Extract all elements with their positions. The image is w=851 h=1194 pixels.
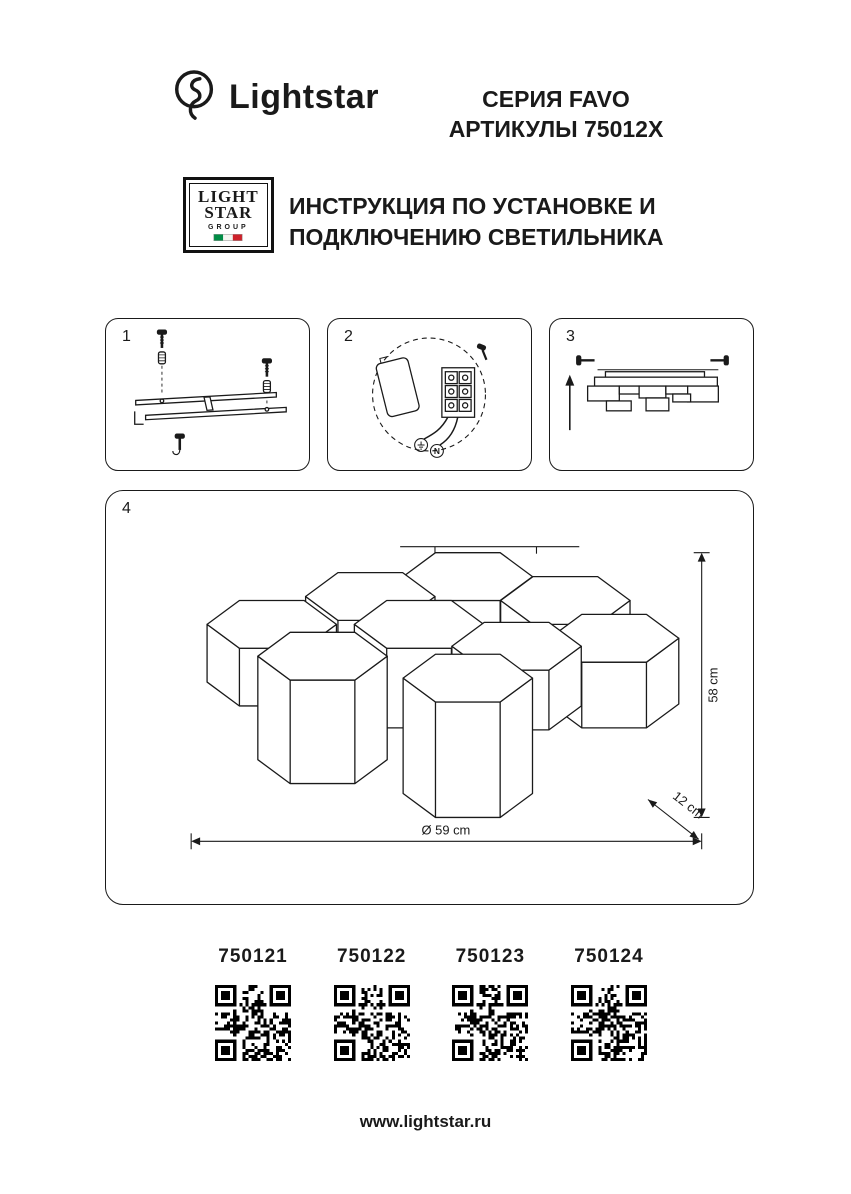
lightstar-group-badge: LIGHT STAR GROUP	[183, 177, 274, 253]
screw-icon	[261, 358, 273, 377]
qr-code	[215, 985, 291, 1061]
wire	[439, 417, 459, 446]
step-1-number: 1	[122, 328, 131, 345]
article-number: 750122	[336, 946, 407, 967]
step-1-box: 1	[105, 318, 310, 471]
badge-line-light: LIGHT	[198, 187, 259, 206]
hook-icon	[172, 449, 181, 456]
terminal-block	[441, 367, 476, 418]
step-4-box: 4 58 cm Ø 59 cm	[105, 490, 754, 905]
italy-flag-icon	[213, 234, 243, 241]
screw-icon	[174, 433, 185, 450]
article-column: 750121	[200, 946, 306, 1061]
wire	[423, 416, 449, 440]
lightstar-bulb-icon	[175, 70, 214, 120]
anchor-icon	[157, 351, 167, 365]
mounting-bracket	[135, 391, 287, 421]
series-block: СЕРИЯ FAVO АРТИКУЛЫ 75012X	[420, 84, 692, 144]
ground-symbol	[414, 438, 429, 452]
screw-icon	[576, 355, 595, 366]
dimension-height	[693, 552, 710, 818]
qr-code	[333, 985, 410, 1061]
svg-text:N: N	[434, 446, 440, 456]
screw-icon	[710, 355, 729, 366]
hook-icon	[134, 411, 144, 425]
series-title: СЕРИЯ FAVO	[482, 86, 630, 112]
step-3-box: 3	[549, 318, 754, 471]
step-4-number: 4	[122, 500, 131, 517]
article-column: 750124	[556, 946, 662, 1061]
step3-fixing-diagram	[565, 355, 729, 431]
step2-wiring-diagram: N	[372, 337, 488, 458]
junction-box	[375, 355, 420, 418]
article-number: 750121	[218, 946, 288, 967]
anchor-icon	[262, 379, 272, 394]
lightstar-logo: Lightstar	[170, 66, 379, 128]
article-number: 750124	[574, 946, 644, 967]
arrow-up-icon	[565, 374, 575, 431]
badge-line-star: STAR	[204, 203, 253, 222]
step1-mounting-diagram	[134, 329, 287, 456]
qr-code	[570, 985, 647, 1061]
screw-icon	[476, 343, 488, 361]
articles-title: АРТИКУЛЫ 75012X	[448, 116, 664, 142]
fixture-dimensions-diagram: 58 cm Ø 59 cm 12 cm	[190, 546, 721, 850]
neutral-symbol: N	[429, 443, 444, 458]
step-3-number: 3	[566, 328, 575, 345]
height-label: 58 cm	[706, 667, 721, 702]
document-title-line1: ИНСТРУКЦИЯ ПО УСТАНОВКЕ И	[289, 193, 656, 219]
dimension-diameter	[190, 833, 703, 850]
document-title: ИНСТРУКЦИЯ ПО УСТАНОВКЕ И ПОДКЛЮЧЕНИЮ СВ…	[289, 191, 663, 253]
article-column: 750123	[437, 946, 543, 1061]
badge-frame: LIGHT STAR GROUP	[189, 183, 268, 247]
brand-wordmark: Lightstar	[229, 77, 379, 116]
badge-line-group: GROUP	[208, 224, 249, 231]
website-url: www.lightstar.ru	[359, 1112, 492, 1131]
ceiling-plate	[597, 369, 719, 378]
article-column: 750122	[319, 946, 425, 1061]
step-2-number: 2	[344, 328, 353, 345]
fixture-side-view	[586, 376, 719, 412]
qr-code	[452, 985, 529, 1061]
diameter-label: Ø 59 cm	[421, 822, 470, 837]
detail-callout-circle	[372, 337, 486, 452]
step-2-box: 2	[327, 318, 532, 471]
screw-icon	[156, 329, 168, 348]
article-number: 750123	[455, 946, 526, 967]
honeycomb-fixture	[206, 552, 680, 819]
articles-row: 750121 750122 750123 750124	[200, 946, 662, 1061]
document-title-line2: ПОДКЛЮЧЕНИЮ СВЕТИЛЬНИКА	[289, 224, 664, 250]
